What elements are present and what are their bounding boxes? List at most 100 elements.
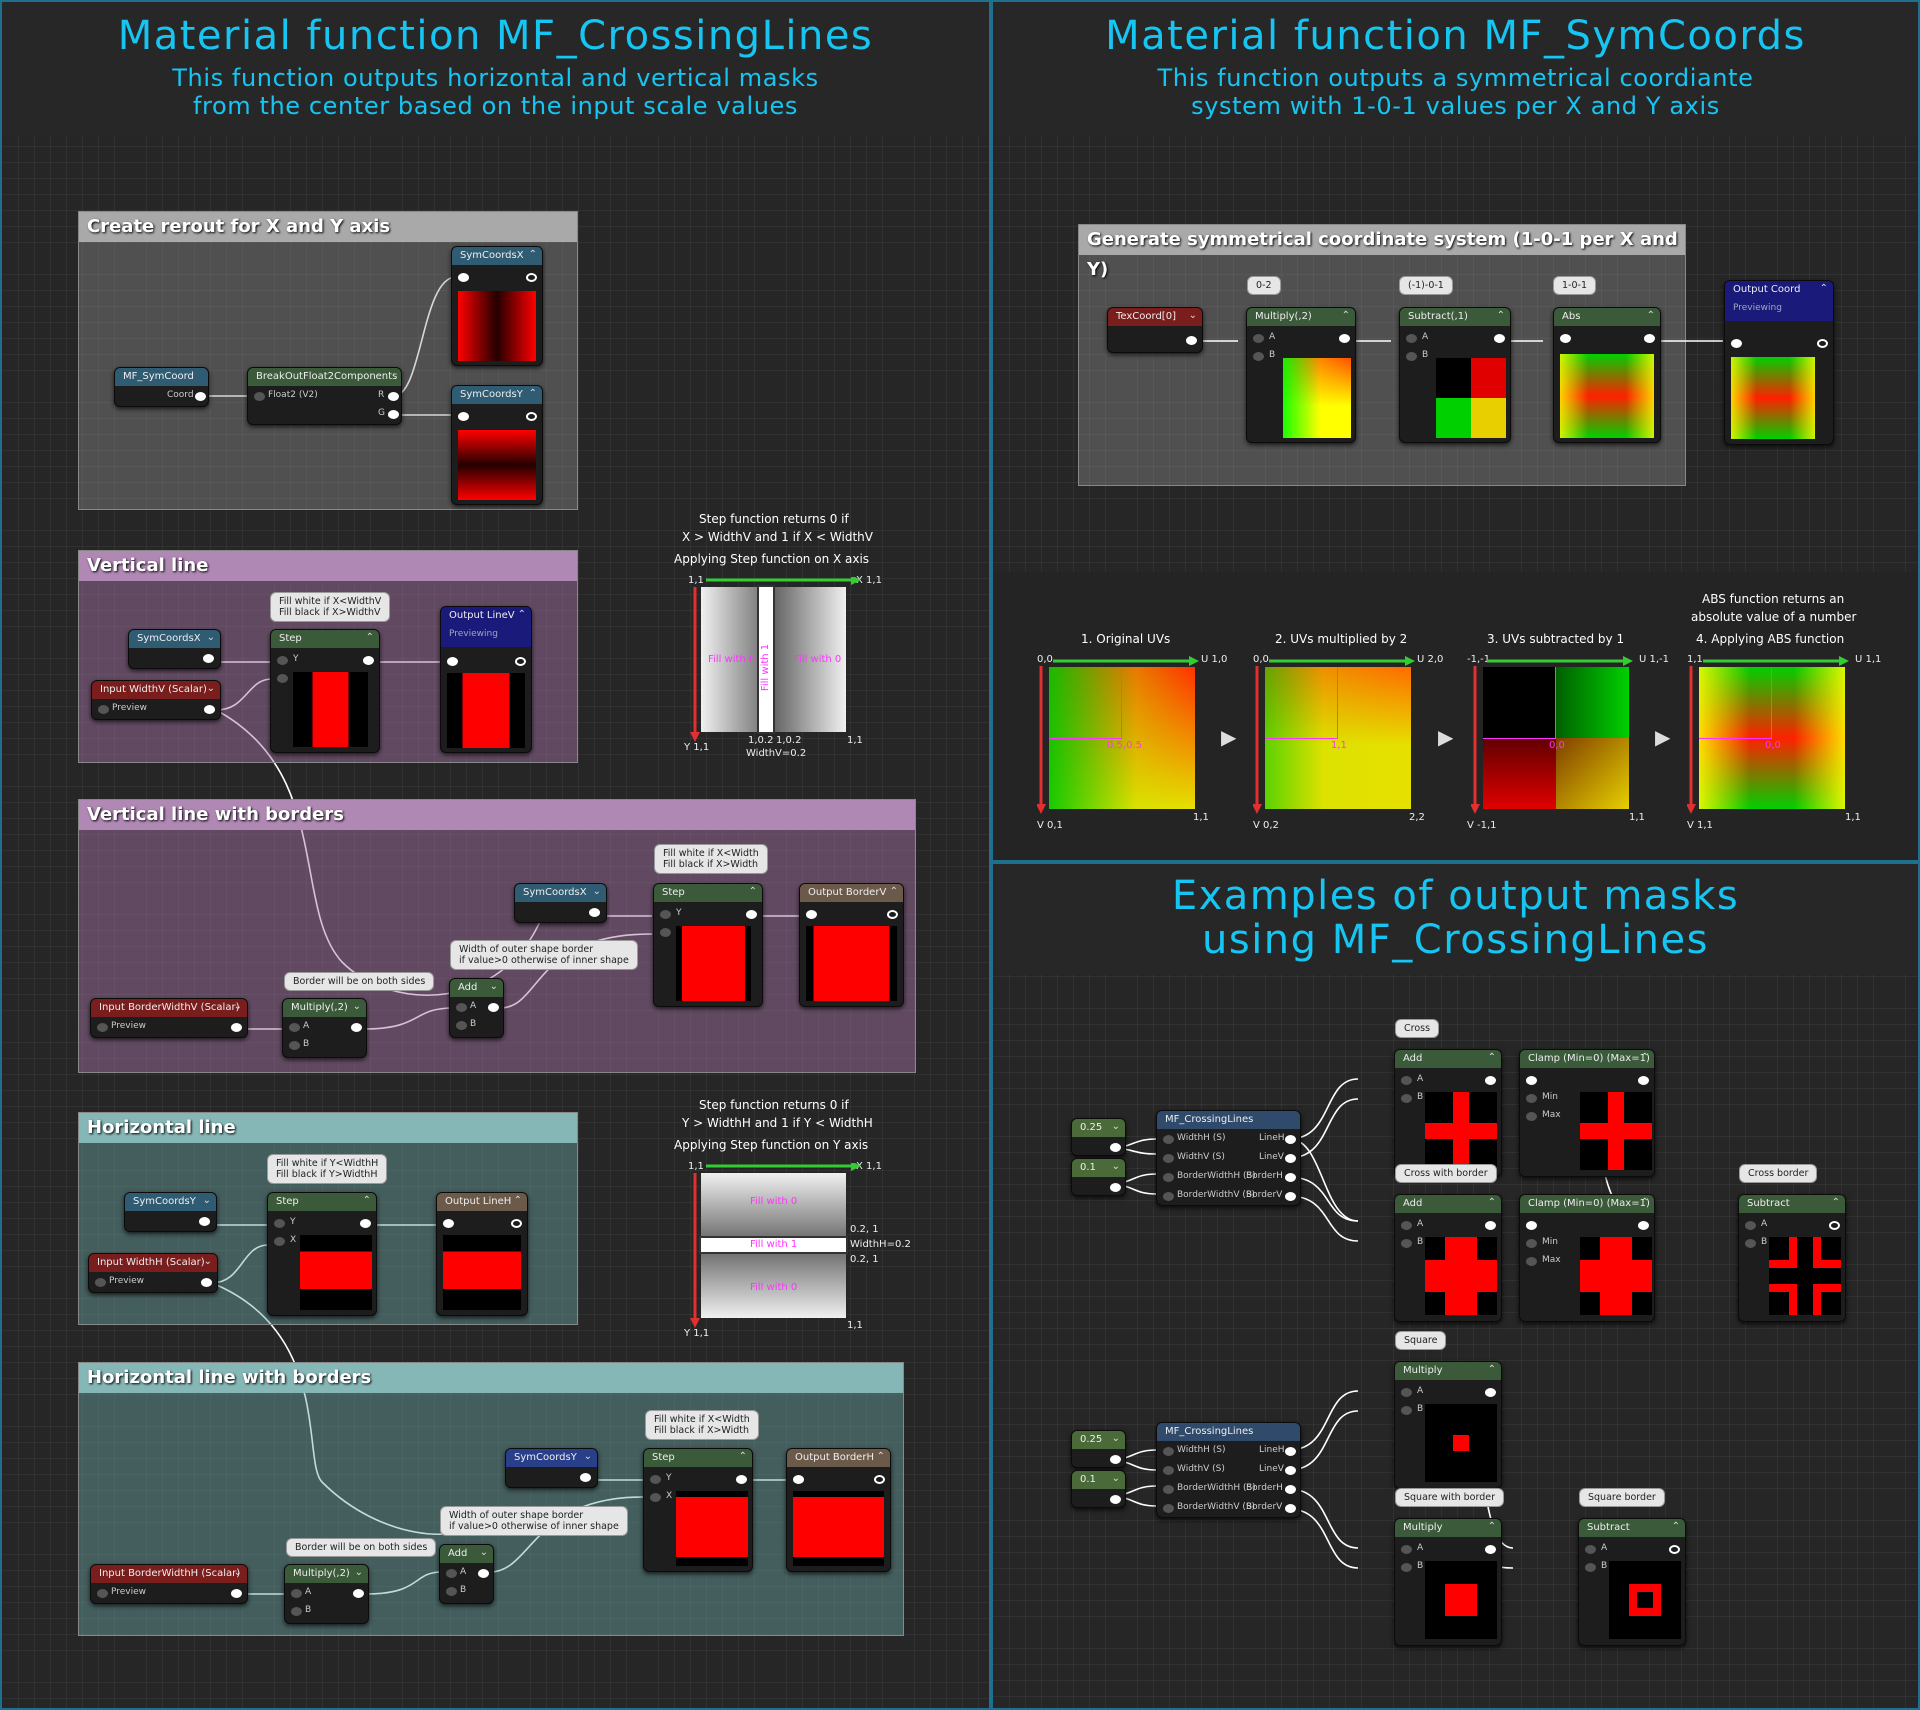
step-node[interactable]: Step⌃ Y X: [653, 883, 763, 1007]
pin-in[interactable]: [1163, 1192, 1174, 1201]
pin-out[interactable]: [1110, 1495, 1121, 1504]
chevron-down-icon[interactable]: ⌄: [1111, 1473, 1120, 1484]
input-borderwidthh-node[interactable]: Input BorderWidthH (Scalar)⌄ Preview: [90, 1564, 248, 1604]
pin-out[interactable]: [231, 1589, 242, 1598]
pin-out[interactable]: [1485, 1545, 1496, 1554]
pin-in[interactable]: [95, 1278, 106, 1287]
pin-out[interactable]: [1485, 1388, 1496, 1397]
pin-in[interactable]: [274, 1219, 285, 1228]
collapse-icon[interactable]: ⌃: [1646, 310, 1655, 321]
chevron-down-icon[interactable]: ⌄: [1111, 1121, 1120, 1132]
add-node[interactable]: Add⌄ A B: [449, 978, 504, 1038]
pin-out[interactable]: [580, 1473, 591, 1482]
chevron-down-icon[interactable]: ⌄: [354, 1567, 363, 1578]
pin-in[interactable]: [277, 656, 288, 665]
pin-in[interactable]: [1401, 1221, 1412, 1230]
collapse-icon[interactable]: ⌃: [1487, 1521, 1496, 1532]
collapse-icon[interactable]: ⌃: [1819, 283, 1828, 294]
pin-out[interactable]: [195, 392, 206, 401]
pin-out[interactable]: [1285, 1154, 1296, 1163]
multiply-square-border-node[interactable]: Multiply⌃ A B: [1394, 1518, 1502, 1646]
pin-out[interactable]: [1285, 1466, 1296, 1475]
chevron-down-icon[interactable]: ⌄: [479, 1547, 488, 1558]
pin-in[interactable]: [1163, 1173, 1174, 1182]
pin-out[interactable]: [203, 654, 214, 663]
chevron-down-icon[interactable]: ⌄: [202, 1195, 211, 1206]
chevron-down-icon[interactable]: ⌄: [489, 981, 498, 992]
pin-in[interactable]: [1585, 1563, 1596, 1572]
pin-out[interactable]: [1285, 1447, 1296, 1456]
pin-in[interactable]: [650, 1493, 661, 1502]
pin-in[interactable]: [1401, 1094, 1412, 1103]
collapse-icon[interactable]: ⌃: [365, 632, 374, 643]
symcoordsx-node[interactable]: SymCoordsX⌄: [514, 883, 607, 923]
pin-out[interactable]: [746, 910, 757, 919]
pin-in[interactable]: [1163, 1447, 1174, 1456]
texcoord-node[interactable]: TexCoord[0]⌄: [1107, 307, 1203, 353]
pin-in[interactable]: [660, 928, 671, 937]
step-node[interactable]: Step⌃ Y X: [267, 1192, 377, 1316]
mf-symcoord-node[interactable]: MF_SymCoord Coord: [114, 367, 209, 407]
pin-out[interactable]: [363, 656, 374, 665]
pin-in[interactable]: [456, 1003, 467, 1012]
pin-out[interactable]: [353, 1589, 364, 1598]
pin-out[interactable]: [1817, 339, 1828, 348]
symcoordsy-reroute-node[interactable]: SymCoordsY⌃: [451, 385, 543, 505]
pin-out[interactable]: [1339, 334, 1350, 343]
chevron-down-icon[interactable]: ⌄: [592, 886, 601, 897]
chevron-down-icon[interactable]: ⌄: [1188, 310, 1197, 321]
pin-out[interactable]: [199, 1217, 210, 1226]
symcoordsx-node[interactable]: SymCoordsX⌄: [128, 629, 221, 669]
add-node[interactable]: Add⌄ A B: [439, 1544, 494, 1604]
collapse-icon[interactable]: ⌃: [362, 1195, 371, 1206]
pin-in[interactable]: [291, 1607, 302, 1616]
pin-out[interactable]: [515, 657, 526, 666]
pin-out[interactable]: [488, 1003, 499, 1012]
pin-in[interactable]: [1401, 1239, 1412, 1248]
chevron-down-icon[interactable]: ⌄: [1111, 1433, 1120, 1444]
step-node[interactable]: Step⌃ Y X: [270, 629, 380, 753]
step-node[interactable]: Step⌃ Y X: [643, 1448, 753, 1572]
pin-out[interactable]: [1285, 1135, 1296, 1144]
pin-out[interactable]: [511, 1219, 522, 1228]
add-cross-node[interactable]: Add⌃ A B: [1394, 1049, 1502, 1177]
pin-in[interactable]: [1401, 1076, 1412, 1085]
pin-in[interactable]: [289, 1023, 300, 1032]
add-cross-border-node[interactable]: Add⌃ A B: [1394, 1194, 1502, 1322]
pin-in[interactable]: [1526, 1094, 1537, 1103]
pin-in[interactable]: [1406, 334, 1417, 343]
multiply-square-node[interactable]: Multiply⌃ A B: [1394, 1361, 1502, 1489]
mf-crossinglines-node[interactable]: MF_CrossingLines WidthH (S)LineH WidthV …: [1156, 1422, 1301, 1518]
pin-out[interactable]: [736, 1475, 747, 1484]
multiply2-node[interactable]: Multiply(,2)⌄ A B: [282, 998, 367, 1058]
chevron-down-icon[interactable]: ⌄: [206, 632, 215, 643]
chevron-down-icon[interactable]: ⌄: [352, 1001, 361, 1012]
abs-node[interactable]: Abs⌃: [1553, 307, 1661, 443]
pin-in[interactable]: [1253, 334, 1264, 343]
symcoordsy-node[interactable]: SymCoordsY⌄: [124, 1192, 217, 1232]
pin-in[interactable]: [1526, 1239, 1537, 1248]
pin-in[interactable]: [1745, 1221, 1756, 1230]
pin-out[interactable]: [1110, 1183, 1121, 1192]
collapse-icon[interactable]: ⌃: [738, 1451, 747, 1462]
pin-out[interactable]: [526, 273, 537, 282]
pin-out[interactable]: [1285, 1173, 1296, 1182]
collapse-icon[interactable]: ⌃: [876, 1451, 885, 1462]
output-borderh-node[interactable]: Output BorderH⌃: [786, 1448, 891, 1572]
pin-in[interactable]: [458, 412, 469, 421]
input-widthv-node[interactable]: Input WidthV (Scalar)⌄ Preview: [91, 680, 221, 720]
pin-out[interactable]: [1285, 1192, 1296, 1201]
pin-in[interactable]: [793, 1475, 804, 1484]
collapse-icon[interactable]: ⌃: [1487, 1197, 1496, 1208]
collapse-icon[interactable]: ⌃: [528, 388, 537, 399]
pin-out[interactable]: [1285, 1485, 1296, 1494]
pin-out[interactable]: [1110, 1455, 1121, 1464]
clamp-node[interactable]: Clamp (Min=0) (Max=1)⌃ Min Max: [1519, 1194, 1655, 1322]
pin-in[interactable]: [650, 1475, 661, 1484]
collapse-icon[interactable]: ⌃: [513, 1195, 522, 1206]
pin-out[interactable]: [526, 412, 537, 421]
pin-in[interactable]: [1731, 339, 1742, 348]
pin-in[interactable]: [291, 1589, 302, 1598]
pin-in[interactable]: [97, 1589, 108, 1598]
pin-in[interactable]: [1585, 1545, 1596, 1554]
